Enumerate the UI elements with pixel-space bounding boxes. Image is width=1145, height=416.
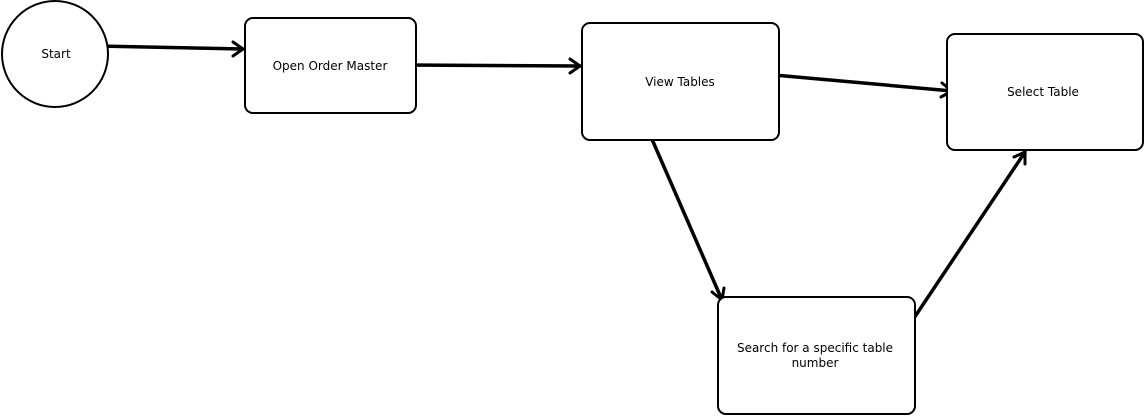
node-view-tables-label: View Tables [645,75,715,89]
node-select-table-label: Select Table [1007,85,1079,99]
node-start-label: Start [41,47,71,61]
node-open-order-master-label: Open Order Master [273,59,388,73]
node-search-table-label-line2: number [792,356,839,370]
node-view-tables[interactable]: View Tables [581,22,780,141]
node-search-table[interactable]: Search for a specific table number [717,296,916,415]
edge-view-tables-to-select-table [772,73,954,99]
node-open-order-master[interactable]: Open Order Master [244,17,417,114]
node-search-table-label-line1: Search for a specific table [737,341,893,355]
edge-start-to-open-order-master [95,40,245,58]
node-start[interactable]: Start [1,0,109,108]
node-select-table[interactable]: Select Table [946,33,1144,151]
edge-search-table-to-select-table [902,150,1027,335]
edge-view-tables-to-search-table [649,135,726,302]
edge-open-order-master-to-view-tables [403,57,582,75]
